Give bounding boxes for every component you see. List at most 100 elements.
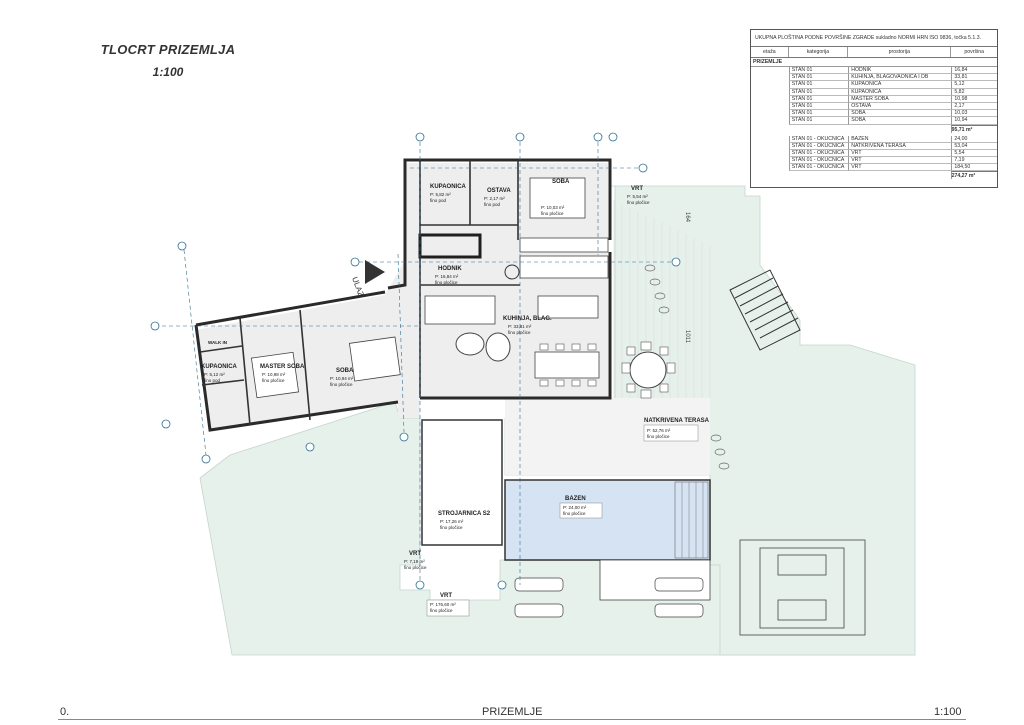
row-category: STAN 01 bbox=[788, 74, 849, 82]
row-area: 10,03 bbox=[951, 110, 997, 118]
row-room: KUPAONICA bbox=[848, 81, 952, 89]
row-area: 24,00 bbox=[951, 135, 997, 143]
exterior-walls bbox=[194, 158, 612, 432]
row-room: MASTER SOBA bbox=[848, 95, 952, 103]
svg-text:fino pločice: fino pločice bbox=[435, 280, 458, 285]
svg-text:P: 52,76 m²: P: 52,76 m² bbox=[647, 428, 671, 433]
room-soba-left: SOBA P: 10,94 m² fino pločice bbox=[330, 368, 354, 387]
room-terasa: NATKRIVENA TERASA P: 52,76 m² fino ploči… bbox=[643, 418, 710, 442]
svg-text:P: 17,26 m²: P: 17,26 m² bbox=[440, 519, 464, 524]
row-category: STAN 01 bbox=[788, 117, 849, 125]
sofa bbox=[424, 295, 496, 325]
kitchen-counter bbox=[519, 237, 609, 253]
drawing-footer: 0. PRIZEMLJE 1:100 bbox=[0, 700, 1024, 725]
drawing-title: TLOCRT PRIZEMLJA bbox=[100, 42, 236, 57]
dim-east: 1011 bbox=[684, 330, 690, 344]
col-povrsina: površina bbox=[964, 49, 984, 55]
svg-text:KUPAONICA: KUPAONICA bbox=[201, 364, 238, 370]
svg-text:P: 5,12 m²: P: 5,12 m² bbox=[204, 372, 225, 377]
col-prostorija: prostorija bbox=[848, 47, 952, 57]
svg-text:fino pod: fino pod bbox=[430, 198, 447, 203]
sun-loungers bbox=[514, 577, 704, 618]
svg-text:P: 2,17 m²: P: 2,17 m² bbox=[484, 196, 505, 201]
kitchen-counter-2 bbox=[519, 255, 609, 279]
row-category: STAN 01 - OKUĆNICA bbox=[788, 142, 849, 150]
svg-text:KUHINJA, BLAG.: KUHINJA, BLAG. bbox=[503, 316, 552, 322]
svg-text:fino pločice: fino pločice bbox=[430, 608, 453, 613]
row-category: STAN 01 bbox=[788, 95, 849, 103]
drawing-scale: 1:100 bbox=[152, 65, 184, 79]
svg-text:P: 10,03 m²: P: 10,03 m² bbox=[541, 205, 565, 210]
svg-text:fino pločice: fino pločice bbox=[440, 525, 463, 530]
row-room: KUHINJA, BLAGOVAONICA I DB bbox=[848, 74, 952, 82]
svg-text:P: 10,98 m²: P: 10,98 m² bbox=[262, 372, 286, 377]
row-category: STAN 01 - OKUĆNICA bbox=[788, 135, 849, 143]
area-table: UKUPNA PLOŠTINA PODNE POVRŠINE ZGRADE su… bbox=[750, 29, 998, 188]
room-kupaonica-left: KUPAONICA P: 5,12 m² fino pod bbox=[201, 364, 238, 383]
row-area: 33,81 bbox=[951, 74, 997, 82]
rug bbox=[485, 332, 511, 362]
col-etaza: etaža bbox=[751, 47, 789, 57]
svg-text:VRT: VRT bbox=[631, 186, 643, 192]
pool bbox=[504, 479, 711, 561]
svg-text:fino pločice: fino pločice bbox=[330, 382, 353, 387]
total-row: 274,27 m² bbox=[751, 171, 997, 180]
svg-text:OSTAVA: OSTAVA bbox=[487, 188, 511, 194]
room-master: MASTER SOBA P: 10,98 m² fino pločice bbox=[260, 364, 305, 383]
total-area: 274,27 m² bbox=[950, 171, 997, 180]
svg-text:MASTER SOBA: MASTER SOBA bbox=[260, 364, 305, 370]
axis-markers bbox=[150, 132, 681, 590]
row-area: 53,04 bbox=[951, 142, 997, 150]
svg-text:VRT: VRT bbox=[409, 551, 421, 557]
house-floor bbox=[195, 163, 608, 432]
svg-text:SOBA: SOBA bbox=[552, 179, 570, 185]
svg-text:KUPAONICA: KUPAONICA bbox=[430, 184, 467, 190]
room-ostava: OSTAVA P: 2,17 m² fino pod bbox=[484, 188, 511, 207]
subtotal-indoor: 95,71 m² bbox=[950, 124, 997, 133]
row-area: 2,17 bbox=[951, 102, 997, 111]
row-area: 7,19 bbox=[951, 157, 997, 165]
room-vrt-main: VRT P: 176,60 m² fino pločice bbox=[426, 593, 470, 617]
svg-text:P: 5,54 m²: P: 5,54 m² bbox=[627, 194, 648, 199]
footer-scale: 1:100 bbox=[934, 706, 962, 718]
svg-text:P: 33,81 m²: P: 33,81 m² bbox=[508, 324, 532, 329]
svg-text:BAZEN: BAZEN bbox=[565, 496, 586, 502]
svg-text:fino pločice: fino pločice bbox=[627, 200, 650, 205]
svg-text:fino pločice: fino pločice bbox=[541, 211, 564, 216]
area-table-section: PRIZEMLJE bbox=[751, 58, 997, 67]
row-room: VRT bbox=[848, 157, 952, 165]
row-area: 5,12 bbox=[951, 81, 997, 89]
row-category: STAN 01 - OKUĆNICA bbox=[788, 164, 849, 172]
bed-master bbox=[250, 351, 300, 399]
subtotal-row: 95,71 m² bbox=[751, 124, 997, 133]
room-kupaonica-top: KUPAONICA P: 5,82 m² fino pod bbox=[430, 184, 467, 203]
area-table-heading: UKUPNA PLOŠTINA PODNE POVRŠINE ZGRADE su… bbox=[751, 30, 997, 47]
footer-level-name: PRIZEMLJE bbox=[482, 706, 543, 718]
dining-chairs bbox=[539, 343, 597, 387]
svg-text:VRT: VRT bbox=[440, 593, 452, 599]
entrance-label: ULAZ bbox=[350, 276, 365, 298]
row-category: STAN 01 bbox=[788, 88, 849, 96]
machine-room bbox=[421, 419, 503, 546]
row-area: 5,54 bbox=[951, 149, 997, 158]
room-strojarnica: STROJARNICA S2 P: 17,26 m² fino pločice bbox=[438, 511, 491, 530]
row-room: KUPAONICA bbox=[848, 88, 952, 96]
row-category: STAN 01 bbox=[788, 81, 849, 89]
entrance-arrow bbox=[365, 260, 385, 284]
row-category: STAN 01 - OKUĆNICA bbox=[788, 149, 849, 158]
row-room: NATKRIVENA TERASA bbox=[848, 142, 952, 150]
svg-text:P: 176,60 m²: P: 176,60 m² bbox=[430, 602, 456, 607]
row-room: SOBA bbox=[848, 117, 952, 125]
svg-text:fino pod: fino pod bbox=[484, 202, 501, 207]
room-vrt-s: VRT P: 7,19 m² fino pločice bbox=[404, 551, 427, 570]
room-walk-in: WALK IN bbox=[208, 340, 227, 345]
room-bazen: BAZEN P: 24,00 m² fino pločice bbox=[559, 496, 603, 519]
